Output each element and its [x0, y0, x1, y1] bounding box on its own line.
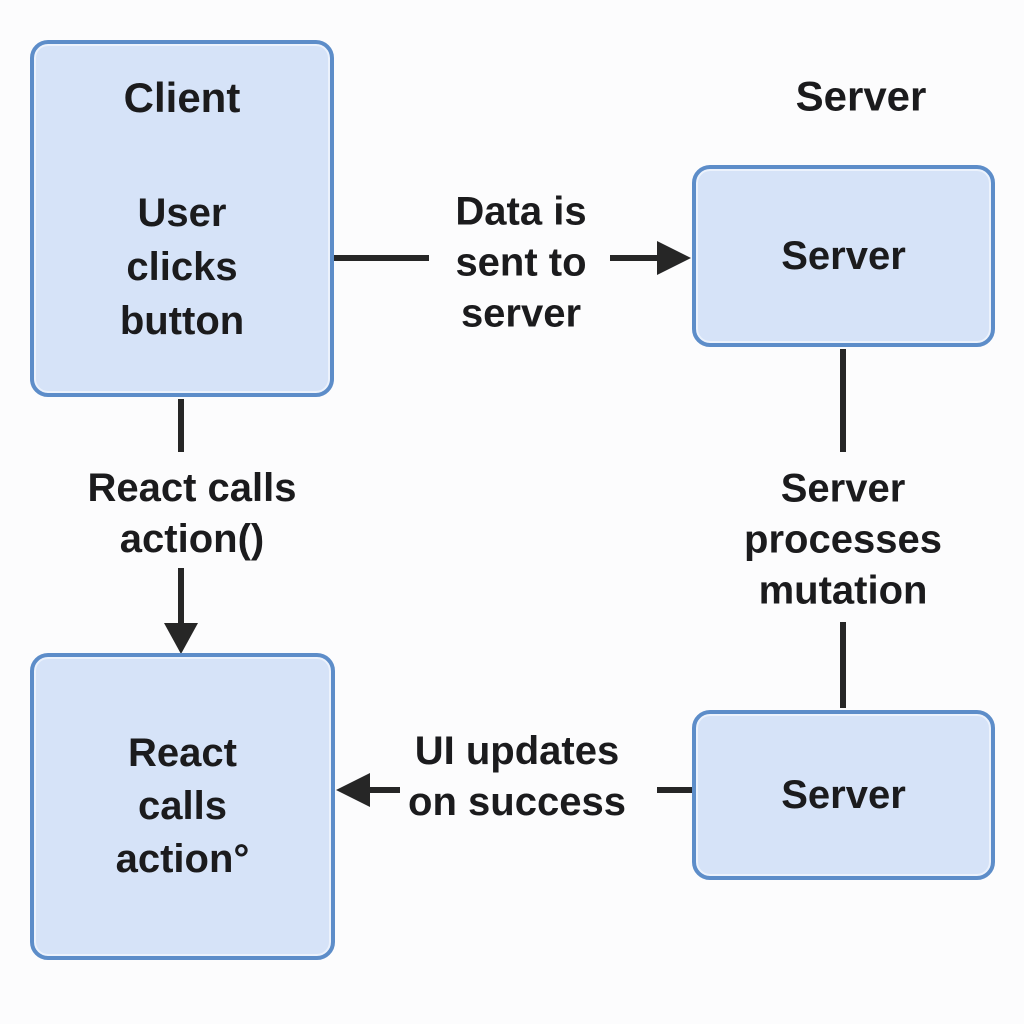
node-client: Client User clicks button — [30, 40, 334, 397]
edge-label-react-calls-action: React calls action() — [87, 466, 297, 561]
node-react-action: React calls action° — [30, 653, 335, 960]
edge-client-to-react — [164, 399, 198, 654]
arrowhead-down-icon — [164, 623, 198, 654]
node-server-bottom: Server — [692, 710, 995, 880]
server-column-heading: Server — [795, 72, 927, 120]
edge-server-to-react — [336, 773, 692, 807]
edge-client-to-server — [334, 241, 691, 275]
arrowhead-right-icon — [657, 241, 691, 275]
node-server-top-label: Server — [781, 233, 906, 278]
edge-label-server-processes-mutation: Server processes mutation — [744, 466, 942, 613]
node-client-body: User clicks button — [119, 191, 245, 343]
node-react-action-label: React calls action° — [115, 731, 250, 881]
node-server-top: Server — [692, 165, 995, 347]
edge-label-ui-updates-on-success: UI updates on success — [408, 729, 626, 824]
arrowhead-left-icon — [336, 773, 370, 807]
node-client-title: Client — [123, 74, 241, 121]
node-server-bottom-label: Server — [781, 772, 906, 817]
edge-label-data-sent: Data is sent to server — [455, 189, 587, 336]
